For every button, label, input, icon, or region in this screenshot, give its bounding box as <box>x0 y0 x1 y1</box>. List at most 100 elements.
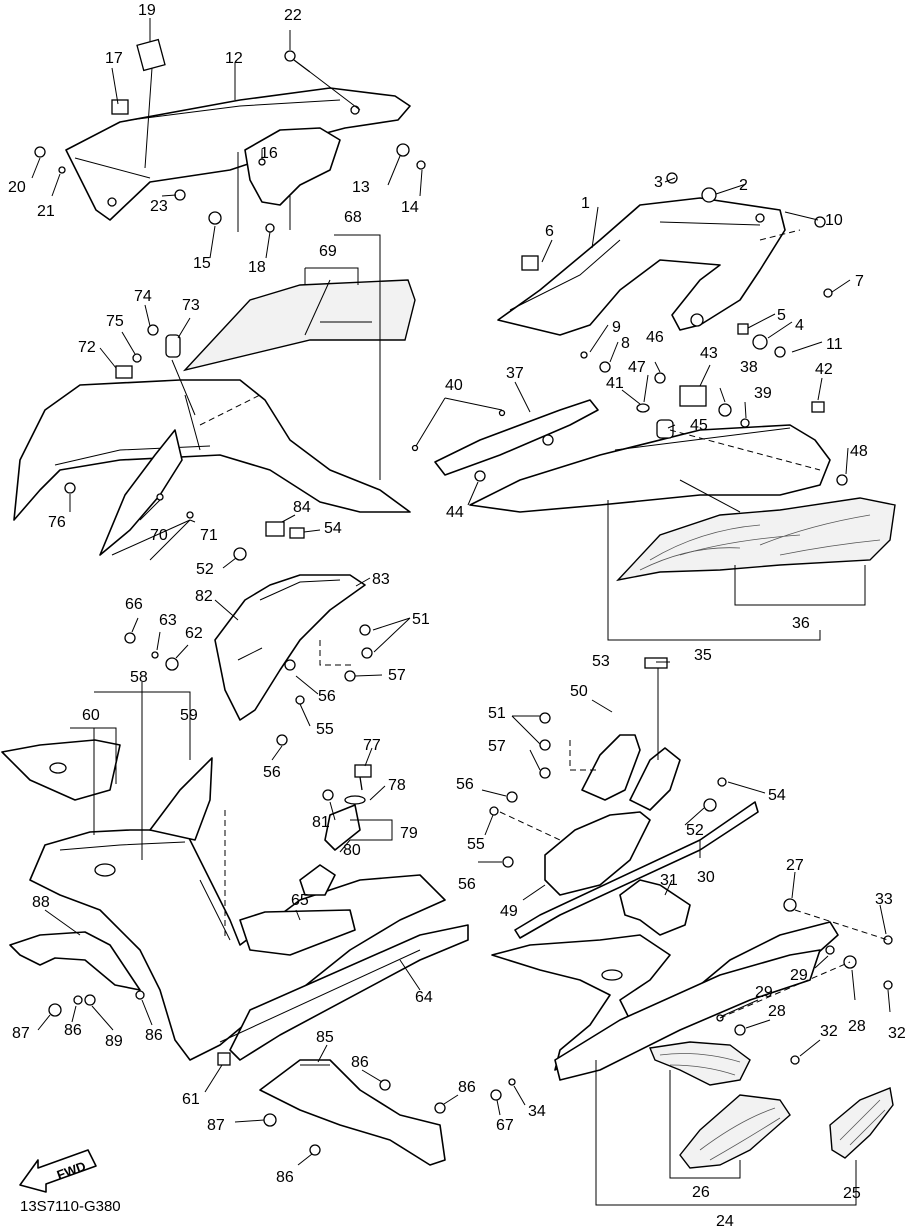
callout-33: 33 <box>875 891 893 908</box>
callout-70: 70 <box>150 527 168 544</box>
callout-77: 77 <box>363 737 381 754</box>
callout-4: 4 <box>795 317 804 334</box>
callout-89: 89 <box>105 1033 123 1050</box>
callout-36: 36 <box>792 615 810 632</box>
callout-66: 66 <box>125 596 143 613</box>
callout-56d: 56 <box>458 876 476 893</box>
upper-cowl-part-68 <box>13 279 416 556</box>
callout-67: 67 <box>496 1117 514 1134</box>
callout-74: 74 <box>134 288 152 305</box>
fwd-arrow-badge: FWD <box>19 1149 97 1193</box>
callout-21: 21 <box>37 203 55 220</box>
callout-79: 79 <box>400 825 418 842</box>
callout-76: 76 <box>48 514 66 531</box>
callout-85: 85 <box>316 1029 334 1046</box>
callout-37: 37 <box>506 365 524 382</box>
callout-65: 65 <box>291 892 309 909</box>
callout-28b: 28 <box>848 1018 866 1035</box>
callout-55b: 55 <box>467 836 485 853</box>
callout-18: 18 <box>248 259 266 276</box>
callout-59: 59 <box>180 707 198 724</box>
callout-41: 41 <box>606 375 624 392</box>
callout-52b: 52 <box>686 822 704 839</box>
callout-5: 5 <box>777 307 786 324</box>
callout-83: 83 <box>372 571 390 588</box>
lower-cowl-part-58 <box>1 739 469 1066</box>
callout-87b: 87 <box>207 1117 225 1134</box>
callout-54b: 54 <box>768 787 786 804</box>
callout-57b: 57 <box>488 738 506 755</box>
callout-87a: 87 <box>12 1025 30 1042</box>
callout-56a: 56 <box>318 688 336 705</box>
callout-75: 75 <box>106 313 124 330</box>
parts-88-89 <box>9 931 145 1017</box>
callout-53: 53 <box>592 653 610 670</box>
hardware-middle-left <box>64 324 194 519</box>
callout-73: 73 <box>182 297 200 314</box>
callout-14: 14 <box>401 199 419 216</box>
inner-panel-part-85 <box>259 1059 446 1166</box>
callout-28a: 28 <box>768 1003 786 1020</box>
callout-49: 49 <box>500 903 518 920</box>
callout-19: 19 <box>138 2 156 19</box>
leader-lines-bottom-left <box>37 682 421 1093</box>
callout-3: 3 <box>654 174 663 191</box>
callout-86b: 86 <box>145 1027 163 1044</box>
callout-16: 16 <box>260 145 278 162</box>
callout-20: 20 <box>8 179 26 196</box>
callout-8: 8 <box>621 335 630 352</box>
side-cowl-part-35 <box>411 372 896 582</box>
callout-11: 11 <box>826 336 843 353</box>
callout-55a: 55 <box>316 721 334 738</box>
callout-35: 35 <box>694 647 712 664</box>
callout-51b: 51 <box>488 705 506 722</box>
callout-44: 44 <box>446 504 464 521</box>
callout-88: 88 <box>32 894 50 911</box>
callout-60: 60 <box>82 707 100 724</box>
callout-57a: 57 <box>388 667 406 684</box>
leader-lines-top-left <box>31 18 423 259</box>
callout-42: 42 <box>815 361 833 378</box>
callout-32a: 32 <box>820 1023 838 1040</box>
callout-15: 15 <box>193 255 211 272</box>
hardware-top-left <box>34 38 426 233</box>
callout-24: 24 <box>716 1213 734 1229</box>
callout-13: 13 <box>352 179 370 196</box>
callout-81: 81 <box>312 814 330 831</box>
callout-27: 27 <box>786 857 804 874</box>
callout-38: 38 <box>740 359 758 376</box>
parts-77-81 <box>322 764 372 851</box>
callout-6: 6 <box>545 223 554 240</box>
callout-31: 31 <box>660 872 678 889</box>
callout-1: 1 <box>581 195 590 212</box>
callout-50: 50 <box>570 683 588 700</box>
leader-lines-top-right <box>541 177 851 363</box>
callout-72: 72 <box>78 339 96 356</box>
leader-lines-middle-left <box>69 234 381 561</box>
callout-12: 12 <box>225 50 243 67</box>
callout-23: 23 <box>150 198 168 215</box>
leader-lines-center <box>131 514 411 761</box>
under-cowl-part-24 <box>490 879 894 1169</box>
callout-labels: 19 22 17 12 16 20 21 23 15 18 13 14 68 6… <box>8 2 906 1229</box>
callout-32b: 32 <box>888 1025 906 1042</box>
callout-86a: 86 <box>64 1022 82 1039</box>
callout-86d: 86 <box>458 1079 476 1096</box>
callout-56c: 56 <box>456 776 474 793</box>
callout-17: 17 <box>105 50 123 67</box>
callout-58: 58 <box>130 669 148 686</box>
callout-29b: 29 <box>755 984 773 1001</box>
callout-54a: 54 <box>324 520 342 537</box>
callout-52a: 52 <box>196 561 214 578</box>
callout-43: 43 <box>700 345 718 362</box>
callout-80: 80 <box>343 842 361 859</box>
callout-64: 64 <box>415 989 433 1006</box>
callout-51a: 51 <box>412 611 430 628</box>
leader-lines-right-lower <box>478 661 766 901</box>
callout-82: 82 <box>195 588 213 605</box>
callout-30: 30 <box>697 869 715 886</box>
callout-86e: 86 <box>276 1169 294 1186</box>
callout-47: 47 <box>628 359 646 376</box>
callout-7: 7 <box>855 273 864 290</box>
